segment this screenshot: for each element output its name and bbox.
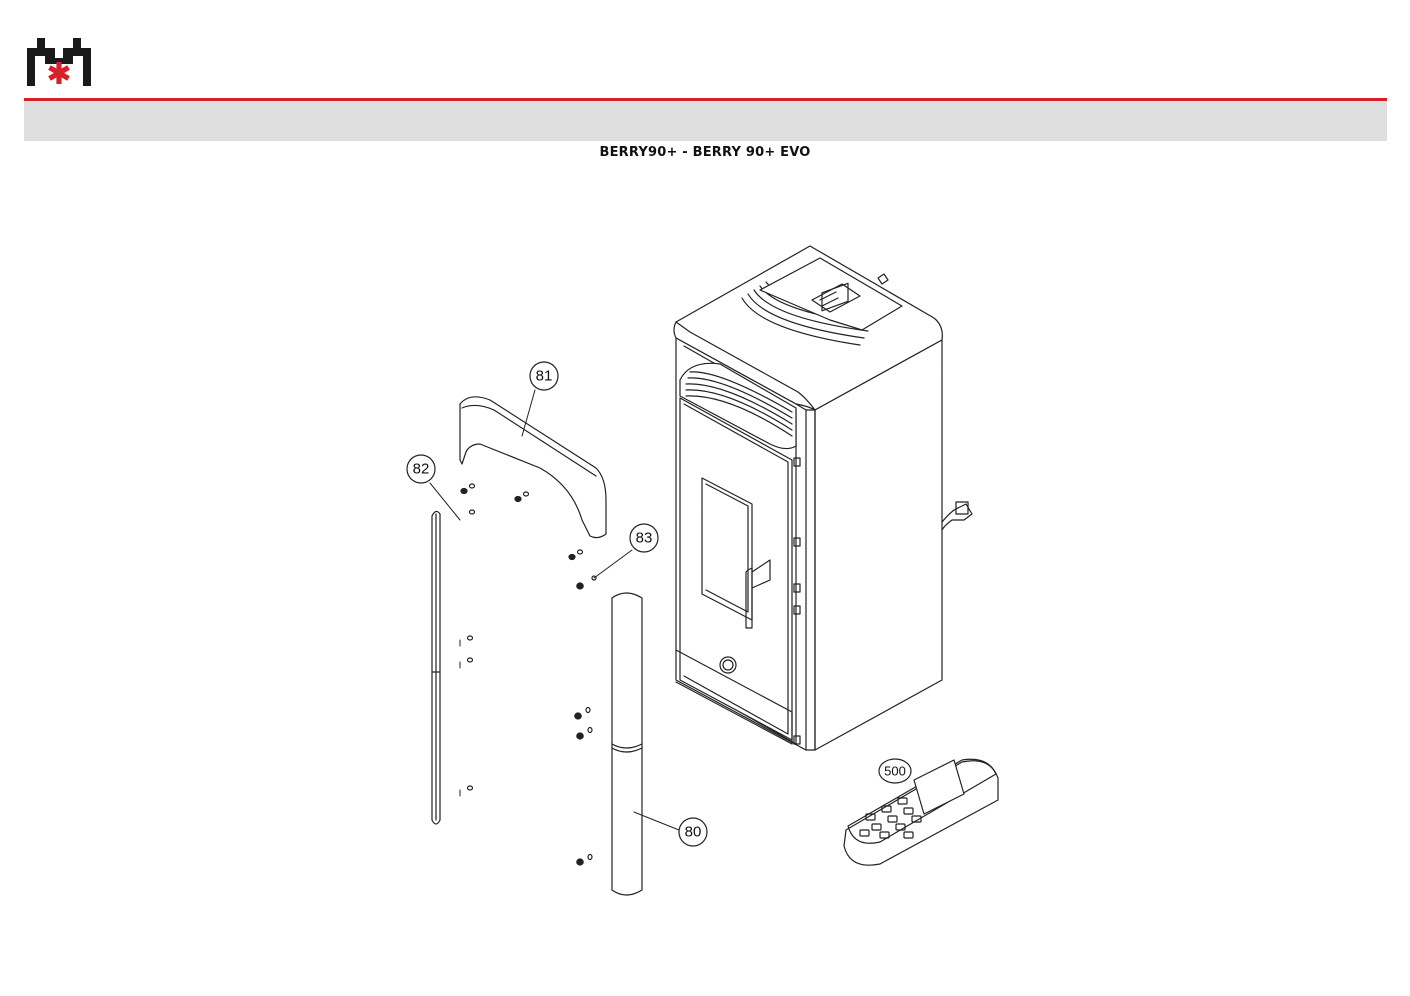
ash-drawer — [676, 650, 792, 744]
callout-80-label: 80 — [685, 824, 702, 841]
arch-grille — [686, 372, 792, 436]
brand-logo-icon — [27, 38, 91, 86]
power-cable — [942, 502, 972, 530]
callout-500-label: 500 — [884, 764, 906, 779]
fasteners — [461, 484, 596, 865]
header-red-rule — [24, 98, 1387, 101]
callout-82-circle — [407, 455, 435, 483]
door-handle — [746, 560, 770, 628]
part-500-remote-control — [844, 759, 998, 865]
callout-83-circle — [630, 524, 658, 552]
door-hinges — [794, 458, 800, 744]
callout-83-label: 83 — [636, 530, 653, 547]
remote-screen — [914, 760, 964, 814]
callout-82-label: 82 — [413, 461, 430, 478]
callout-80-circle — [679, 818, 707, 846]
stove-body — [674, 246, 972, 750]
callout-500-circle — [879, 759, 911, 783]
part-80-column — [612, 593, 642, 895]
header-grey-band — [24, 101, 1387, 141]
callout-81-label: 81 — [536, 368, 553, 385]
part-82-left-strip — [432, 511, 440, 824]
part-81-arch-cover — [460, 397, 606, 538]
document-title: BERRY90+ - BERRY 90+ EVO — [599, 145, 811, 160]
callout-81-circle — [530, 362, 558, 390]
remote-buttons — [860, 798, 921, 838]
asterisk-icon — [48, 62, 70, 84]
ash-drawer-knob — [720, 657, 736, 673]
